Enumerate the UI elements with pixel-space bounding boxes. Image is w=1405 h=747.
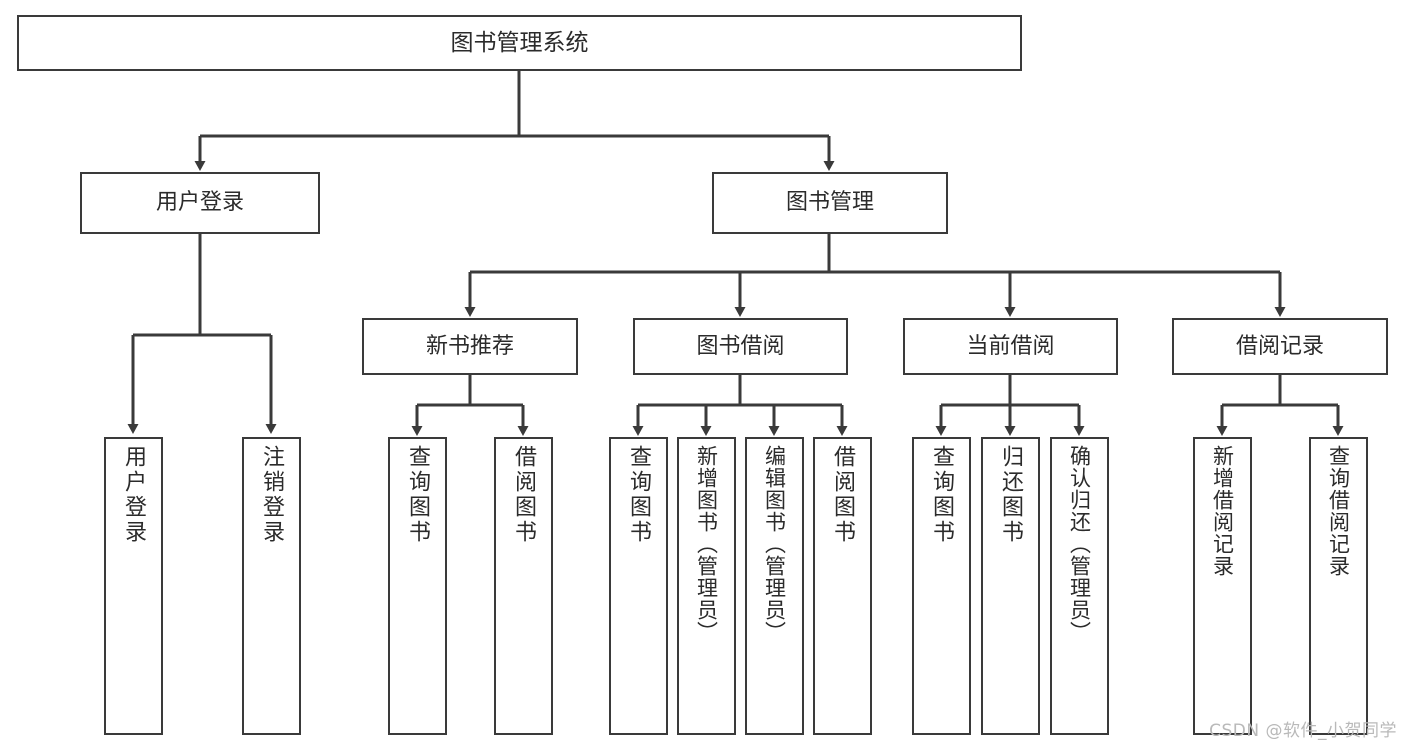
leaf-current-borrow-confirm-return-admin[interactable]: 确认归还（管理员）: [1050, 437, 1109, 735]
leaf-book-borrow-borrow-book[interactable]: 借阅图书: [813, 437, 872, 735]
node-book-borrow[interactable]: 图书借阅: [633, 318, 848, 375]
leaf-new-book-borrow-book[interactable]: 借阅图书: [494, 437, 553, 735]
node-current-borrow[interactable]: 当前借阅: [903, 318, 1118, 375]
node-root-book-management-system[interactable]: 图书管理系统: [17, 15, 1022, 71]
leaf-user-login-logout[interactable]: 注销登录: [242, 437, 301, 735]
leaf-current-borrow-query-book[interactable]: 查询图书: [912, 437, 971, 735]
leaf-book-borrow-edit-book-admin[interactable]: 编辑图书（管理员）: [745, 437, 804, 735]
node-new-book-recommend[interactable]: 新书推荐: [362, 318, 578, 375]
leaf-user-login-login[interactable]: 用户登录: [104, 437, 163, 735]
leaf-current-borrow-return-book[interactable]: 归还图书: [981, 437, 1040, 735]
leaf-book-borrow-query-book[interactable]: 查询图书: [609, 437, 668, 735]
leaf-book-borrow-add-book-admin[interactable]: 新增图书（管理员）: [677, 437, 736, 735]
node-book-management[interactable]: 图书管理: [712, 172, 948, 234]
leaf-borrow-records-query-record[interactable]: 查询借阅记录: [1309, 437, 1368, 735]
node-user-login[interactable]: 用户登录: [80, 172, 320, 234]
csdn-watermark: CSDN @软件_小贺同学: [1209, 721, 1397, 741]
node-borrow-records[interactable]: 借阅记录: [1172, 318, 1388, 375]
leaf-new-book-query-book[interactable]: 查询图书: [388, 437, 447, 735]
leaf-borrow-records-add-record[interactable]: 新增借阅记录: [1193, 437, 1252, 735]
